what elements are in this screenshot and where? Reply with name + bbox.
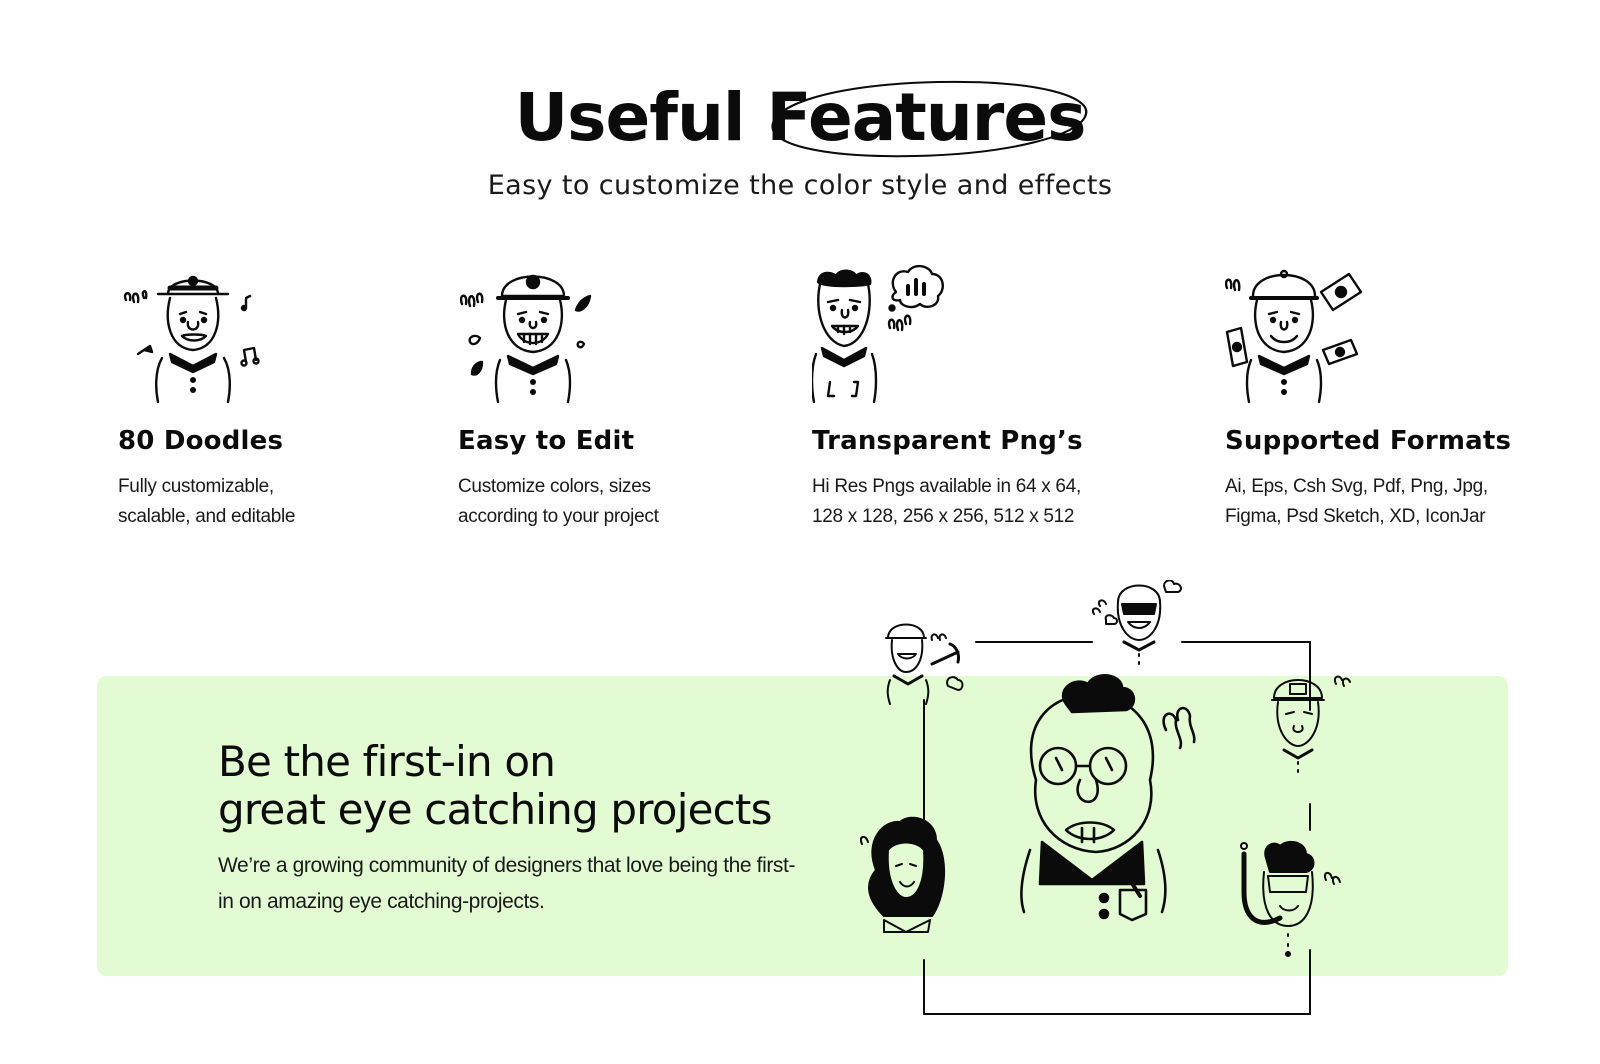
cap-man-leaves-doodle-icon xyxy=(459,274,592,404)
glasses-professor-doodle-icon xyxy=(1020,674,1196,922)
feature-title: 80 Doodles xyxy=(118,426,284,456)
helmet-man-doodle-icon xyxy=(1271,675,1351,773)
hat-man-music-doodle-icon xyxy=(123,275,260,404)
title-word-features: Features xyxy=(767,78,1087,158)
feature-description: Fully customizable,scalable, and editabl… xyxy=(118,476,296,527)
feature-description: Hi Res Pngs available in 64 x 64,128 x 1… xyxy=(812,476,1081,527)
curly-man-chart-bubble-doodle-icon xyxy=(812,264,944,404)
feature-card-doodles: 80 Doodles Fully customizable,scalable, … xyxy=(118,262,448,532)
banner-title: Be the first-in on great eye catching pr… xyxy=(218,737,772,834)
feature-title: Easy to Edit xyxy=(458,426,635,456)
feature-title: Transparent Png’s xyxy=(812,426,1083,456)
feature-card-supported-formats: Supported Formats Ai, Eps, Csh Svg, Pdf,… xyxy=(1225,262,1555,532)
feature-card-transparent-png: Transparent Png’s Hi Res Pngs available … xyxy=(812,262,1142,532)
goggles-man-doodle-icon xyxy=(1091,580,1182,665)
page-title: Useful Features xyxy=(514,78,1087,158)
wig-judge-doodle-icon xyxy=(860,816,946,933)
snorkel-diver-doodle-icon xyxy=(1240,840,1341,957)
header: Useful Features xyxy=(0,78,1600,158)
cta-banner xyxy=(97,676,1508,976)
feature-title: Supported Formats xyxy=(1225,426,1512,456)
page-subtitle: Easy to customize the color style and ef… xyxy=(487,170,1113,201)
doodle-collage-illustration xyxy=(860,580,1351,1015)
frame-line xyxy=(923,641,1311,1015)
banner-description: We’re a growing community of designers t… xyxy=(218,854,796,913)
feature-description: Ai, Eps, Csh Svg, Pdf, Png, Jpg,Figma, P… xyxy=(1225,476,1488,527)
beanie-man-money-doodle-icon xyxy=(1225,269,1363,404)
title-word-useful: Useful xyxy=(514,79,746,156)
miner-man-doodle-icon xyxy=(885,623,964,705)
